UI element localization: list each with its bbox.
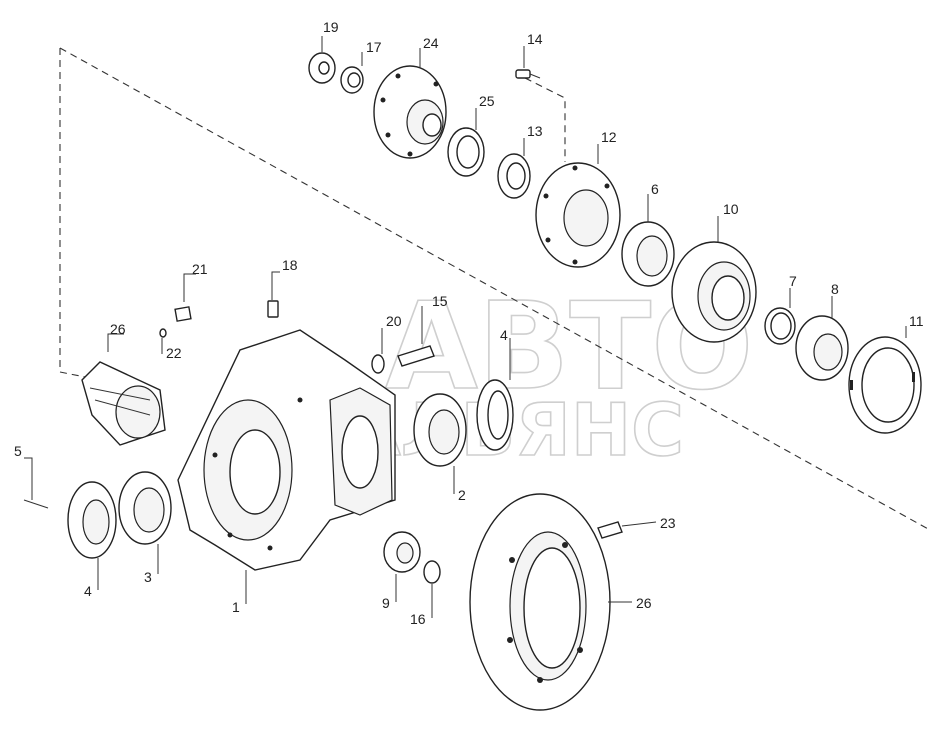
callout-13: 13: [527, 123, 543, 139]
callout-19: 19: [323, 19, 339, 35]
callout-12: 12: [601, 129, 617, 145]
callout-24: 24: [423, 35, 439, 51]
callout-labels: 19 17 24 14 25 13 12 6 10 7 8 11 21 18 1…: [14, 19, 924, 627]
part-15-bolt: [397, 345, 435, 367]
callout-18: 18: [282, 257, 298, 273]
callout-9: 9: [382, 595, 390, 611]
part-23-bolt: [597, 521, 623, 539]
part-2-bearing: [413, 393, 467, 467]
callout-5: 5: [14, 443, 22, 459]
part-3-bearing: [118, 471, 172, 545]
part-9-bearing: [383, 531, 421, 573]
callout-15: 15: [432, 293, 448, 309]
callout-22: 22: [166, 345, 182, 361]
part-24-flange: [373, 65, 447, 159]
leader-lines: [24, 36, 907, 618]
part-8-bearing: [795, 315, 849, 381]
part-17-washer: [340, 66, 364, 94]
part-5-pin: [23, 499, 49, 509]
part-26-ring-gear: [469, 493, 611, 711]
part-20-nut: [371, 354, 385, 374]
callout-4-left: 4: [84, 583, 92, 599]
part-4-adjusting-nut-left: [67, 481, 117, 559]
callout-6: 6: [651, 181, 659, 197]
callout-25: 25: [479, 93, 495, 109]
callout-23: 23: [660, 515, 676, 531]
callout-26-ring-gear: 26: [636, 595, 652, 611]
part-13-nut: [497, 153, 531, 199]
part-7-ring: [764, 307, 796, 345]
callout-2: 2: [458, 487, 466, 503]
part-26-pinion: [81, 361, 166, 446]
part-25-seal: [447, 127, 485, 177]
callout-26-pinion: 26: [110, 321, 126, 337]
callout-8: 8: [831, 281, 839, 297]
part-21-plate: [174, 306, 192, 322]
callout-14: 14: [527, 31, 543, 47]
part-11-gasket: [848, 336, 922, 434]
callout-7: 7: [789, 273, 797, 289]
callout-11: 11: [909, 313, 924, 329]
callout-1: 1: [232, 599, 240, 615]
callout-16: 16: [410, 611, 426, 627]
callout-3: 3: [144, 569, 152, 585]
callout-17: 17: [366, 39, 382, 55]
callout-20: 20: [386, 313, 402, 329]
callout-4-top: 4: [500, 327, 508, 343]
part-10-housing: [671, 241, 757, 343]
part-4-adjusting-nut: [476, 379, 514, 451]
watermark-line2: АЛЬЯНС: [345, 388, 684, 472]
part-6-bearing: [621, 221, 675, 287]
part-19-nut: [308, 52, 336, 84]
part-22-pin: [159, 328, 167, 338]
part-14-bolt: [515, 69, 541, 79]
part-18-key: [267, 300, 279, 318]
callout-10: 10: [723, 201, 739, 217]
part-12-cover: [535, 162, 621, 268]
part-1-housing: [177, 329, 396, 571]
callout-21: 21: [192, 261, 208, 277]
part-16-ring: [423, 560, 441, 584]
